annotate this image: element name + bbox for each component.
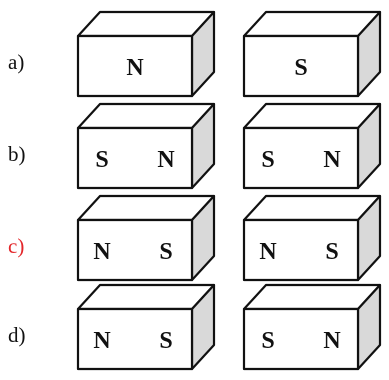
south-pole-label: S <box>261 147 274 173</box>
magnet-top-face <box>242 283 382 311</box>
magnet-front-face <box>76 218 194 282</box>
north-pole-label: N <box>157 147 175 173</box>
magnet-top-face <box>242 10 382 38</box>
south-pole-label: S <box>159 239 172 265</box>
north-pole-label: N <box>323 328 341 354</box>
magnet-front-face <box>242 126 360 190</box>
south-pole-label: S <box>325 239 338 265</box>
row-label: a) <box>8 50 25 74</box>
north-pole-label: N <box>93 328 111 354</box>
magnet-front-face <box>242 307 360 371</box>
row-label: d) <box>8 323 26 347</box>
south-pole-label: S <box>261 328 274 354</box>
magnet-front-face <box>76 307 194 371</box>
magnet-front-face <box>76 126 194 190</box>
row-label: b) <box>8 142 26 166</box>
bar-magnet: S <box>242 10 382 98</box>
magnet-front-face <box>76 34 194 98</box>
magnet-top-face <box>76 10 216 38</box>
magnet-front-face <box>242 34 360 98</box>
north-pole-label: N <box>126 55 144 81</box>
south-pole-label: S <box>159 328 172 354</box>
magnet-top-face <box>242 194 382 222</box>
north-pole-label: N <box>323 147 341 173</box>
magnet-front-face <box>242 218 360 282</box>
magnet-top-face <box>76 194 216 222</box>
row-label: c) <box>8 234 25 258</box>
north-pole-label: N <box>259 239 277 265</box>
north-pole-label: N <box>93 239 111 265</box>
magnet-top-face <box>76 283 216 311</box>
magnet-top-face <box>242 102 382 130</box>
south-pole-label: S <box>95 147 108 173</box>
south-pole-label: S <box>294 55 307 81</box>
magnet-top-face <box>76 102 216 130</box>
bar-magnet: N <box>76 10 216 98</box>
